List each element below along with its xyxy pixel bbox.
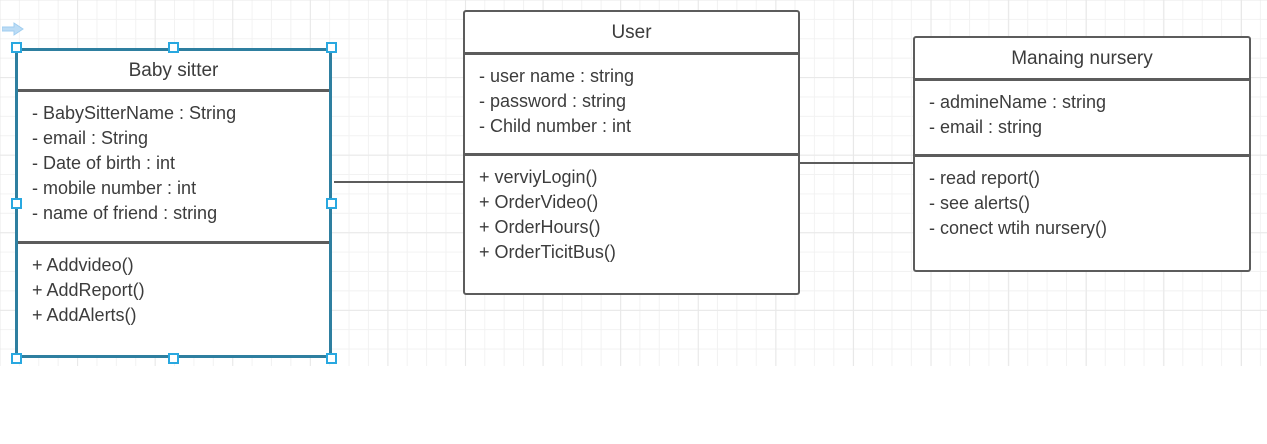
method-row: + verviyLogin() [479, 167, 598, 187]
class-title-baby-sitter: Baby sitter [128, 60, 219, 81]
attribute-row: - user name : string [479, 66, 635, 86]
attribute-row: - Child number : int [479, 116, 632, 136]
selection-handle-bottom-center[interactable] [168, 353, 179, 364]
method-row: + OrderVideo() [479, 192, 599, 212]
connector-user-to-managing-nursery[interactable] [799, 162, 914, 164]
attribute-row: - name of friend : string [32, 203, 218, 223]
selection-handle-middle-right[interactable] [326, 198, 337, 209]
method-row: + AddReport() [32, 280, 145, 300]
uml-class-managing-nursery[interactable]: Manaing nursery - admineName : string - … [913, 36, 1251, 272]
uml-class-user[interactable]: User - user name : string - password : s… [463, 10, 800, 295]
selection-handle-top-center[interactable] [168, 42, 179, 53]
method-row: + OrderHours() [479, 217, 601, 237]
uml-class-baby-sitter[interactable]: Baby sitter - BabySitterName : String - … [15, 48, 332, 358]
class-title-user: User [611, 22, 652, 43]
method-row: - read report() [929, 168, 1041, 188]
attribute-row: - email : string [929, 117, 1043, 137]
methods-compartment-user: + verviyLogin() + OrderVideo() + OrderHo… [465, 153, 798, 293]
selection-handle-top-right[interactable] [326, 42, 337, 53]
attribute-row: - BabySitterName : String [32, 103, 237, 123]
attribute-row: - Date of birth : int [32, 153, 176, 173]
method-row: - conect wtih nursery() [929, 218, 1108, 238]
method-row: + OrderTicitBus() [479, 242, 616, 262]
class-title-managing-nursery: Manaing nursery [1011, 48, 1153, 69]
selection-handle-middle-left[interactable] [11, 198, 22, 209]
connector-babysitter-to-user[interactable] [334, 181, 464, 183]
arrow-right-icon[interactable] [1, 22, 24, 36]
attribute-row: - email : String [32, 128, 149, 148]
method-row: + Addvideo() [32, 255, 134, 275]
method-row: + AddAlerts() [32, 305, 137, 325]
attributes-compartment-managing-nursery: - admineName : string - email : string [915, 78, 1249, 154]
selection-handle-top-left[interactable] [11, 42, 22, 53]
attribute-row: - mobile number : int [32, 178, 197, 198]
attributes-compartment-baby-sitter: - BabySitterName : String - email : Stri… [18, 89, 329, 241]
method-row: - see alerts() [929, 193, 1031, 213]
attributes-compartment-user: - user name : string - password : string… [465, 52, 798, 153]
selection-handle-bottom-right[interactable] [326, 353, 337, 364]
selection-handle-bottom-left[interactable] [11, 353, 22, 364]
attribute-row: - admineName : string [929, 92, 1107, 112]
attribute-row: - password : string [479, 91, 627, 111]
methods-compartment-managing-nursery: - read report() - see alerts() - conect … [915, 154, 1249, 270]
methods-compartment-baby-sitter: + Addvideo() + AddReport() + AddAlerts() [18, 241, 329, 355]
